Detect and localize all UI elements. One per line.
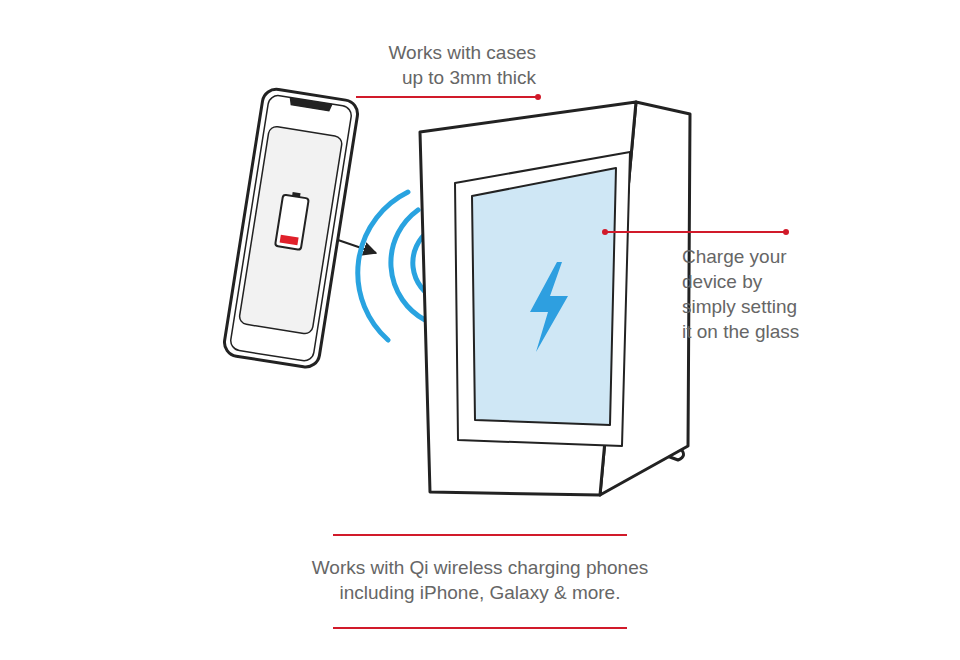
- phone: [222, 87, 359, 369]
- charging-frame: [420, 102, 690, 495]
- leader-line: [602, 229, 789, 235]
- rule: [333, 627, 627, 629]
- rule: [333, 534, 627, 536]
- leader-line: [356, 94, 541, 100]
- arrow: [338, 240, 376, 253]
- caption: Works with Qi wireless charging phones i…: [290, 555, 670, 605]
- callout-label: Works with cases up to 3mm thick: [368, 40, 536, 90]
- callout-label: Charge your device by simply setting it …: [682, 244, 810, 344]
